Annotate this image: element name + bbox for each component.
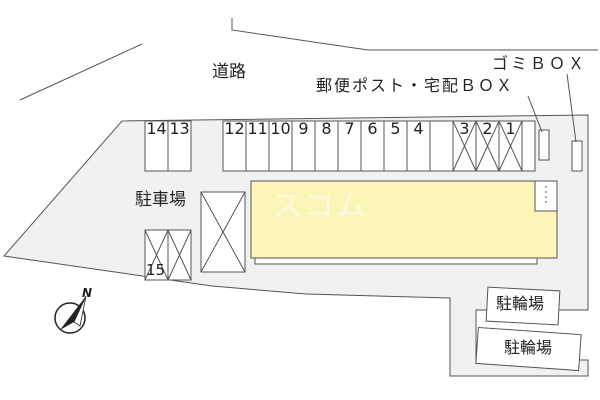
parking-label: 駐車場 (135, 190, 186, 210)
large-crossed-space (200, 191, 246, 273)
space-number: 7 (344, 119, 355, 138)
parking-space-15 (144, 229, 192, 281)
space-number: 5 (390, 119, 401, 138)
road-label: 道路 (212, 62, 246, 82)
space-number: 3 (459, 119, 470, 138)
space-number: 4 (413, 119, 424, 138)
bike-parking-box-1 (485, 286, 561, 326)
space-number: 11 (247, 119, 268, 138)
bike-parking-box-2 (475, 326, 582, 372)
post-box-marker (538, 129, 550, 161)
parking-spaces-top-left (144, 120, 192, 172)
bike-parking-label: 駐輪場 (496, 294, 545, 313)
space-number: 1 (505, 119, 516, 138)
garbage-box-label: ゴミＢＯＸ (492, 54, 588, 73)
post-box-label: 郵便ポスト・宅配ＢＯＸ (316, 76, 515, 95)
space-number: 9 (298, 119, 309, 138)
crossed-spaces-row (452, 120, 523, 172)
space-number: 13 (169, 119, 190, 138)
building (250, 180, 558, 259)
compass-icon (54, 295, 87, 334)
space-number: 15 (146, 261, 166, 279)
garbage-box-marker (571, 140, 583, 172)
space-number: 14 (146, 119, 167, 138)
space-number: 10 (270, 119, 291, 138)
space-number: 6 (367, 119, 378, 138)
space-number: 12 (224, 119, 245, 138)
bike-parking-label: 駐輪場 (504, 338, 553, 357)
space-number: 2 (482, 119, 493, 138)
leader-lines (527, 73, 577, 143)
road-edges (19, 18, 598, 101)
north-label: N (82, 286, 93, 300)
space-number: 8 (321, 119, 332, 138)
watermark: スコム (272, 189, 368, 224)
